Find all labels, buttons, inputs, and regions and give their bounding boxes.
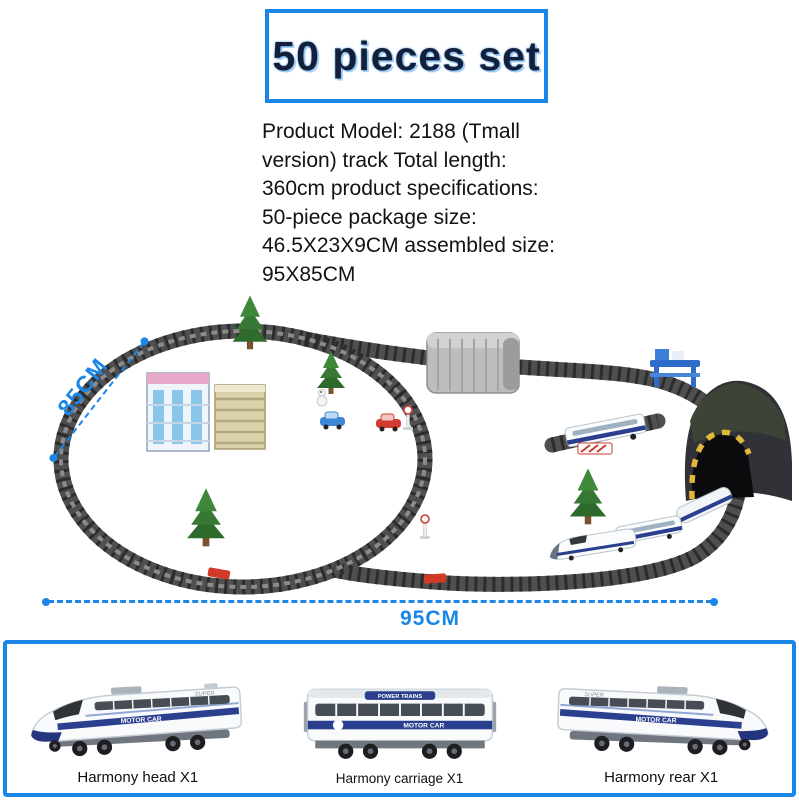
product-description: Product Model: 2188 (Tmall version) trac… <box>262 118 582 289</box>
harmony-carriage-photo: POWER TRAINS MOTOR CAR <box>303 688 496 759</box>
dimension-endpoint-dot <box>42 598 50 606</box>
description-line: 360cm product specifications: <box>262 177 539 200</box>
tree <box>569 468 607 525</box>
title-text: 50 pieces set <box>272 32 541 79</box>
motor-car-marking: MOTOR CAR <box>120 716 161 725</box>
description-line: 46.5X23X9CM assembled size: <box>262 234 555 257</box>
description-line: 50-piece package size: <box>262 205 477 229</box>
tree <box>232 295 268 350</box>
figure-miniature <box>316 389 328 407</box>
item-harmony-rear: MOTOR CAR SUPER Harmony rear X1 <box>530 644 792 793</box>
item-label-harmony-head: Harmony head X1 <box>77 769 199 786</box>
toy-car-blue <box>320 411 345 430</box>
blue-station <box>650 349 700 387</box>
description-line: Product Model: 2188 (Tmall <box>262 120 520 143</box>
signal-post <box>403 405 413 430</box>
description-line: version) track Total length: <box>262 148 507 172</box>
motor-car-marking: MOTOR CAR <box>403 722 444 729</box>
included-items-box: MOTOR CAR SUPER Harmony head X1 <box>3 640 796 797</box>
harmony-rear-photo: MOTOR CAR SUPER <box>557 686 769 756</box>
dimension-endpoint-dot <box>710 598 718 606</box>
train <box>549 487 733 561</box>
track-set-photo <box>53 295 792 595</box>
tree <box>187 488 225 547</box>
item-label-harmony-carriage: Harmony carriage X1 <box>335 771 464 786</box>
width-label: 95CM <box>399 607 461 630</box>
crossing-sign <box>577 442 613 455</box>
toy-car-red <box>376 413 401 432</box>
super-marking: SUPER <box>584 692 604 699</box>
power-trains-marking: POWER TRAINS <box>377 694 422 700</box>
track-connector <box>423 573 447 584</box>
signal-post <box>420 514 430 539</box>
building-blue <box>146 372 210 452</box>
motor-car-marking: MOTOR CAR <box>636 716 677 724</box>
description-line: 95X85CM <box>262 262 356 286</box>
building-tan <box>214 384 266 450</box>
harmony-head-photo: MOTOR CAR SUPER <box>30 683 242 757</box>
parked-carriage <box>564 413 647 450</box>
width-dimension-line <box>42 598 718 606</box>
item-label-harmony-rear: Harmony rear X1 <box>604 769 719 786</box>
tunnel <box>684 380 792 501</box>
super-marking: SUPER <box>195 691 215 698</box>
item-harmony-head: MOTOR CAR SUPER Harmony head X1 <box>7 644 269 793</box>
track-loop <box>53 323 748 595</box>
track-connector <box>207 567 231 580</box>
gray-bridge <box>426 332 520 394</box>
title-badge: 50 pieces set <box>265 9 548 103</box>
item-harmony-carriage: POWER TRAINS MOTOR CAR Harmony carriage … <box>269 644 531 793</box>
